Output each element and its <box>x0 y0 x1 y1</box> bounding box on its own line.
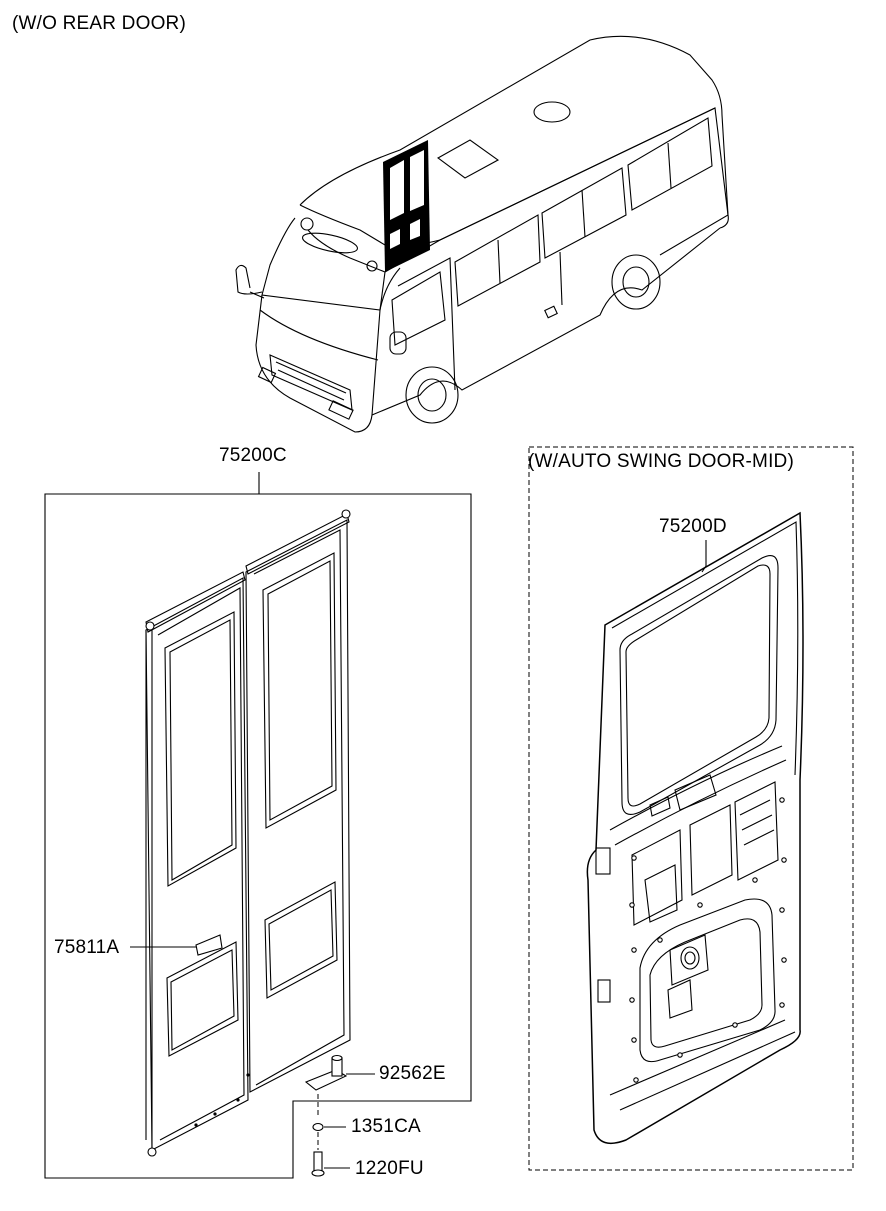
part-label-door-assembly: 75200C <box>219 445 287 466</box>
part-label-hinge: 92562E <box>379 1063 446 1084</box>
part-label-handle: 75811A <box>54 937 120 958</box>
auto-swing-door-group <box>528 446 854 1171</box>
part-label-auto-swing-door: 75200D <box>659 516 727 537</box>
mounting-holes <box>629 797 787 1083</box>
variant-label-without-rear-door: (W/O REAR DOOR) <box>12 13 186 34</box>
part-label-bolt: 1220FU <box>355 1158 424 1179</box>
door-assembly-group <box>44 472 472 1179</box>
part-label-washer: 1351CA <box>351 1116 421 1137</box>
variant-label-auto-swing-door: (W/AUTO SWING DOOR-MID) <box>528 451 794 472</box>
bus-illustration <box>235 35 729 433</box>
